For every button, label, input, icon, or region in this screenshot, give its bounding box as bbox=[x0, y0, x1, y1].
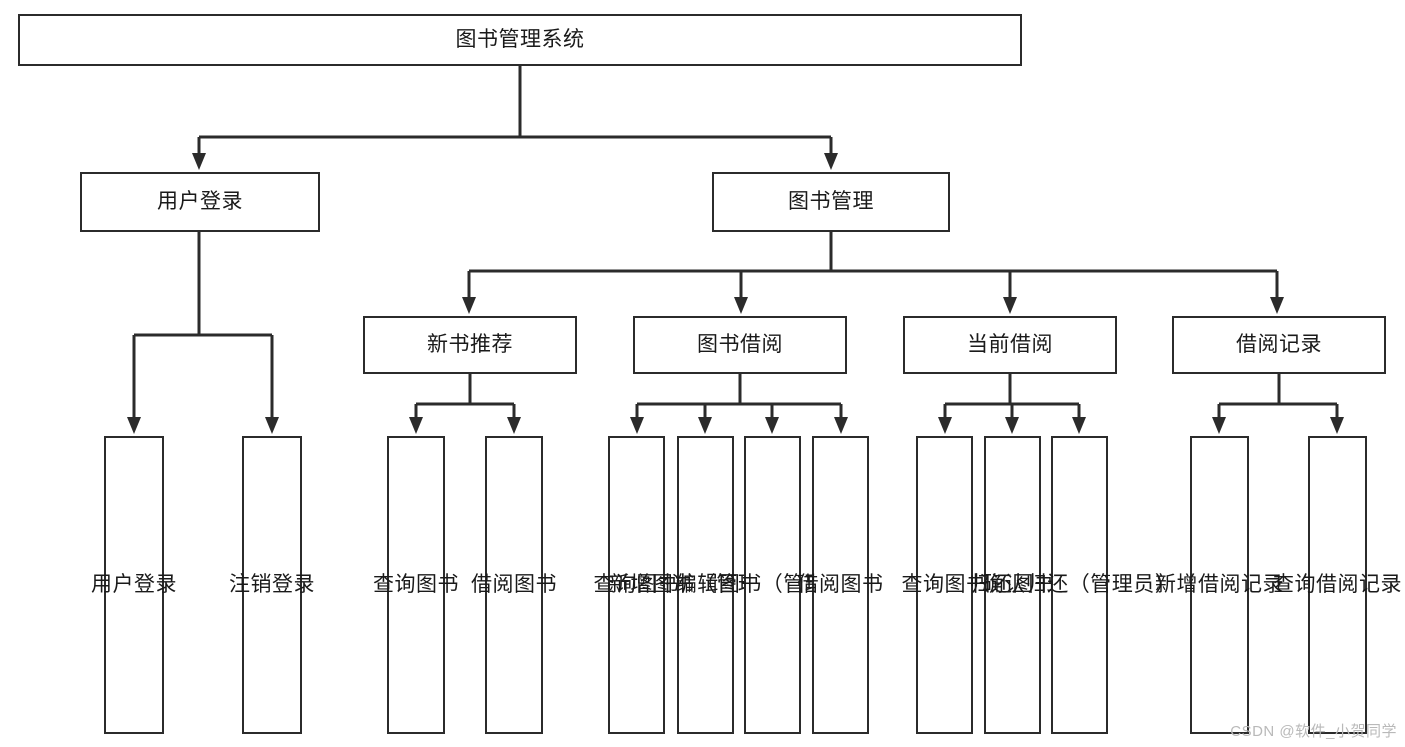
node-leaf-query-record[interactable]: 查询借阅记录 bbox=[1273, 436, 1402, 734]
node-leaf-borrow-book-2-label: 借阅图书 bbox=[797, 572, 884, 596]
node-leaf-add-record-label: 新增借阅记录 bbox=[1155, 572, 1284, 596]
node-leaf-return-book-label: 归还图书 bbox=[969, 572, 1056, 596]
node-book-borrow[interactable]: 图书借阅 bbox=[633, 316, 847, 374]
node-leaf-user-login-label: 用户登录 bbox=[91, 572, 177, 596]
node-leaf-borrow-book-2[interactable]: 借阅图书 bbox=[798, 436, 883, 734]
node-user-login[interactable]: 用户登录 bbox=[80, 172, 320, 232]
node-leaf-borrow-book-1[interactable]: 借阅图书 bbox=[471, 436, 557, 734]
node-borrow-record-label: 借阅记录 bbox=[1236, 332, 1322, 356]
node-leaf-confirm-return[interactable]: 确认归还（管理员） bbox=[983, 436, 1176, 734]
node-root-label: 图书管理系统 bbox=[455, 27, 585, 51]
node-leaf-query-book-2[interactable]: 查询图书 bbox=[594, 436, 679, 734]
node-leaf-user-logout[interactable]: 注销登录 bbox=[229, 436, 315, 734]
node-root-system[interactable]: 图书管理系统 bbox=[18, 14, 1022, 66]
node-leaf-edit-book[interactable]: 编辑图书（管理员） bbox=[676, 436, 869, 734]
node-leaf-query-book-3[interactable]: 查询图书 bbox=[902, 436, 987, 734]
node-new-book-recommend-label: 新书推荐 bbox=[427, 332, 513, 356]
watermark-text: CSDN @软件_小贺同学 bbox=[1230, 723, 1397, 740]
node-leaf-confirm-return-label: 确认归还（管理员） bbox=[982, 572, 1177, 596]
node-leaf-query-book-1-label: 查询图书 bbox=[373, 572, 459, 596]
node-leaf-query-book-1[interactable]: 查询图书 bbox=[373, 436, 459, 734]
node-book-manage-label: 图书管理 bbox=[788, 189, 874, 213]
node-leaf-return-book[interactable]: 归还图书 bbox=[970, 436, 1055, 734]
node-borrow-record[interactable]: 借阅记录 bbox=[1172, 316, 1386, 374]
node-leaf-user-login[interactable]: 用户登录 bbox=[91, 436, 177, 734]
node-book-borrow-label: 图书借阅 bbox=[697, 332, 783, 356]
node-leaf-query-book-2-label: 查询图书 bbox=[593, 572, 680, 596]
node-leaf-query-book-3-label: 查询图书 bbox=[901, 572, 988, 596]
node-leaf-query-record-label: 查询借阅记录 bbox=[1273, 572, 1402, 596]
node-current-borrow[interactable]: 当前借阅 bbox=[903, 316, 1117, 374]
node-book-manage[interactable]: 图书管理 bbox=[712, 172, 950, 232]
node-leaf-borrow-book-1-label: 借阅图书 bbox=[471, 572, 557, 596]
node-leaf-add-record[interactable]: 新增借阅记录 bbox=[1155, 436, 1284, 734]
node-current-borrow-label: 当前借阅 bbox=[967, 332, 1053, 356]
node-new-book-recommend[interactable]: 新书推荐 bbox=[363, 316, 577, 374]
node-user-login-label: 用户登录 bbox=[157, 189, 243, 213]
node-leaf-user-logout-label: 注销登录 bbox=[229, 572, 315, 596]
